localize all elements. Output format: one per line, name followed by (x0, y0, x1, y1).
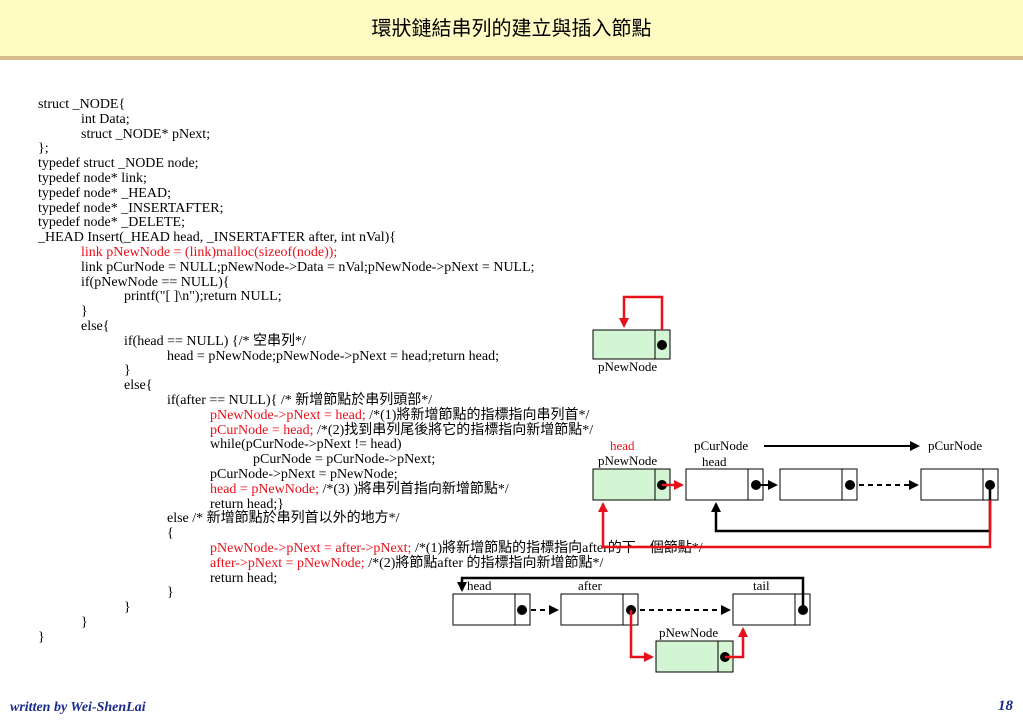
node-data-cell (452, 593, 516, 626)
head-label: head (467, 578, 492, 593)
tail-label: tail (753, 578, 770, 593)
pcurnode-label-left: pCurNode (694, 438, 748, 453)
after-to-new-node-arrow (629, 610, 654, 662)
node-data-cell (732, 593, 796, 626)
tail-to-new-node-arrow (598, 500, 992, 549)
node-data-cell (560, 593, 624, 626)
title-underline (0, 56, 1023, 60)
new-node-label: pNewNode (598, 453, 657, 468)
node-data-cell (920, 468, 984, 501)
new-node-label: pNewNode (659, 625, 718, 640)
new-node-data-cell (655, 640, 719, 673)
after-label: after (578, 578, 602, 593)
tail-to-head-arrow (457, 576, 805, 605)
new-node-to-next-arrow (725, 627, 748, 659)
head-label-red: head (610, 438, 635, 453)
diagram-empty-list: pNewNode (592, 295, 671, 374)
pcurnode-label-right: pCurNode (928, 438, 982, 453)
diagram-insert-head: pCurNode pCurNode head head pNewNode (592, 438, 999, 549)
footer-author: written by Wei-ShenLai (10, 700, 146, 715)
slide-title: 環狀鏈結串列的建立與插入節點 (371, 16, 652, 40)
new-node-label: pNewNode (598, 359, 657, 374)
pointer-dot (657, 340, 667, 350)
pointer-dot (798, 605, 808, 615)
node-data-cell (779, 468, 843, 501)
page-number: 18 (998, 698, 1013, 714)
new-node-data-cell (592, 468, 656, 501)
self-loop-arrow (619, 295, 664, 330)
new-node-data-cell (592, 329, 656, 360)
title-bar (0, 0, 1023, 56)
node-data-cell (685, 468, 749, 501)
head-label-black: head (702, 454, 727, 469)
diagram-insert-after: head after tail pNewNode (452, 576, 811, 673)
